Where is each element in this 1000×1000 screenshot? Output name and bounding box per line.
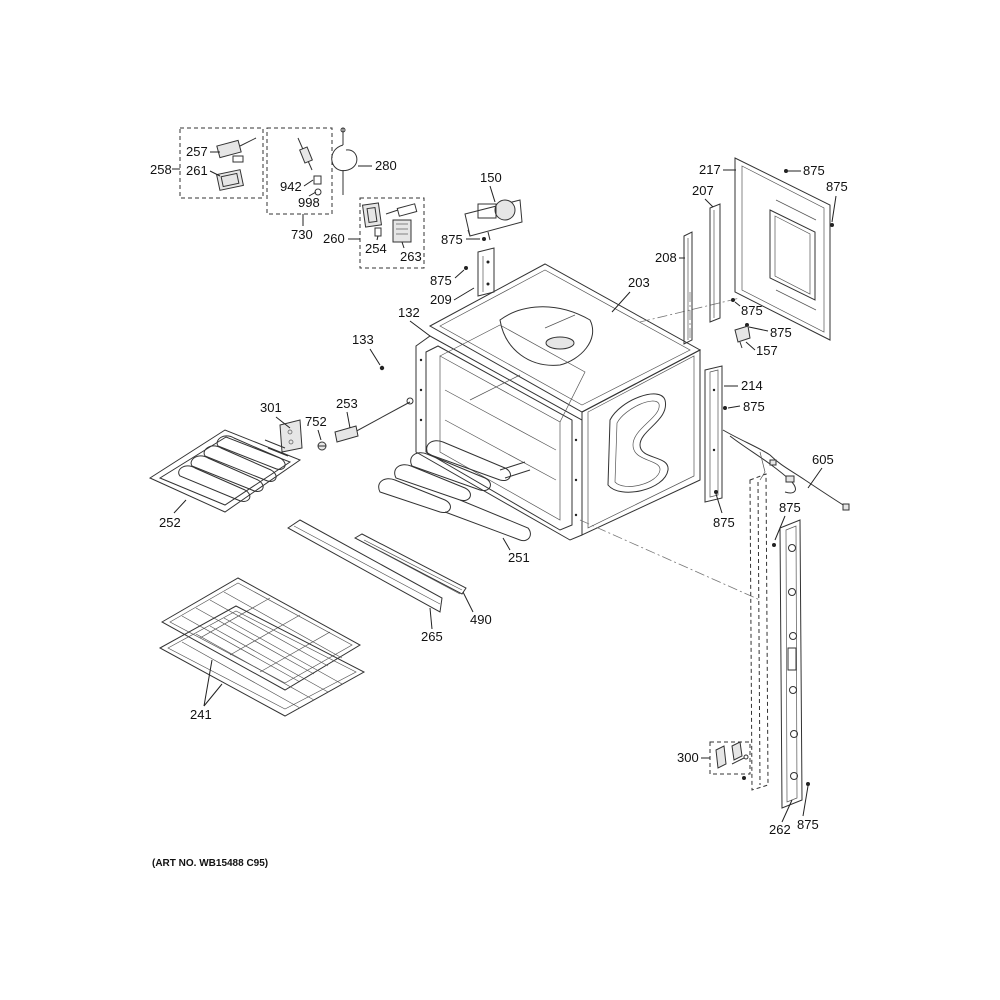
part-265-trim-strip [287,519,443,613]
callout-752: 752 [305,414,327,429]
callout-730: 730 [291,227,313,242]
callout-280: 280 [375,158,397,173]
part-150-motor [464,199,523,241]
callout-300: 300 [677,750,699,765]
part-262-vertical-trim [779,519,803,809]
callout-254: 254 [365,241,387,256]
oven-right-side [581,349,701,536]
callout-875-top-right: 875 [803,163,825,178]
callout-257: 257 [186,144,208,159]
callout-217: 217 [699,162,721,177]
callout-875-motor: 875 [441,232,463,247]
part-263-module [385,203,418,243]
callout-203: 203 [628,275,650,290]
callout-875-right-edge: 875 [826,179,848,194]
kit-258-group [179,127,264,199]
kit-300-hinge-group [709,741,751,780]
callout-875-262-bottom: 875 [797,817,819,832]
callout-262: 262 [769,822,791,837]
callout-258: 258 [150,162,172,177]
callout-260: 260 [323,231,345,246]
part-254-bracket [361,202,383,237]
callout-207: 207 [692,183,714,198]
oven-cavity-body [415,263,702,541]
part-252-broil-element [148,429,302,513]
part-942-sensor [297,137,313,171]
callout-301: 301 [260,400,282,415]
kit-260-group [359,197,425,269]
callout-132: 132 [398,305,420,320]
callout-875-lower-214: 875 [713,515,735,530]
part-214-side-channel [704,365,723,503]
ghost-trim-outline [749,473,769,791]
callout-157: 157 [756,343,778,358]
part-241-oven-rack-lower [158,605,366,717]
part-251-bake-element [378,440,531,542]
callout-265: 265 [421,629,443,644]
part-208-channel [683,231,693,345]
part-209-bracket [477,247,495,297]
part-253-rod [334,397,414,443]
part-752-screw [317,441,327,451]
callout-208: 208 [655,250,677,265]
centerline-1 [639,297,741,323]
callout-263: 263 [400,249,422,264]
callout-214: 214 [741,378,763,393]
part-280-probe [331,127,358,195]
callout-875-262-top: 875 [779,500,801,515]
part-490-rail [353,533,467,595]
callout-490: 490 [470,612,492,627]
part-132-front-frame [415,335,583,541]
callout-875-157: 875 [770,325,792,340]
callout-241: 241 [190,707,212,722]
part-207-channel [709,203,721,323]
callout-942: 942 [280,179,302,194]
callout-261: 261 [186,163,208,178]
part-157-switch [734,325,751,349]
callout-875-209: 875 [430,273,452,288]
callout-209: 209 [430,292,452,307]
callout-150: 150 [480,170,502,185]
art-number: (ART NO. WB15488 C95) [152,858,268,869]
part-217-rear-panel [734,157,831,341]
part-301-bracket [279,419,303,453]
callout-605: 605 [812,452,834,467]
part-605-wire-harness [722,429,850,511]
centerline-2 [579,519,761,601]
part-241-oven-rack-upper [160,577,362,691]
callout-252: 252 [159,515,181,530]
part-261-pad [216,169,244,191]
callout-998: 998 [298,195,320,210]
callout-133: 133 [352,332,374,347]
callout-251: 251 [508,550,530,565]
callout-253: 253 [336,396,358,411]
callout-875-214: 875 [743,399,765,414]
part-257-switch [216,137,257,163]
callout-875-rear-lower: 875 [741,303,763,318]
